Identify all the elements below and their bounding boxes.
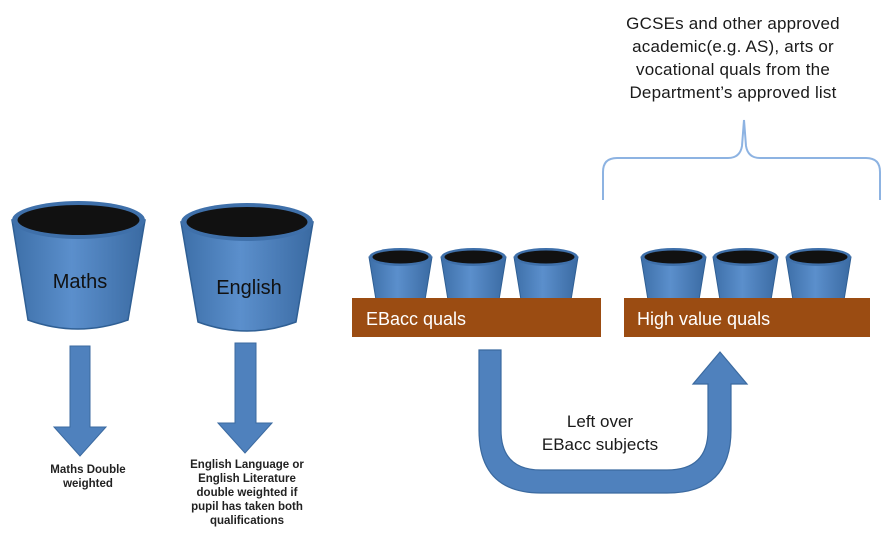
english-bucket: English: [180, 203, 314, 332]
approved-list-note-line: academic(e.g. AS), arts or: [632, 37, 834, 56]
approved-list-note: GCSEs and other approved academic(e.g. A…: [578, 12, 882, 104]
english-bucket-label: English: [216, 277, 282, 299]
leftover-u-arrow: [478, 349, 749, 494]
high-value-bucket-2: [712, 248, 779, 301]
english-note-line: double weighted if: [196, 487, 298, 499]
ebacc-shelf: EBacc quals: [352, 298, 601, 337]
maths-note-line: weighted: [63, 478, 113, 490]
english-down-arrow: [216, 342, 274, 454]
english-note-line: English Literature: [198, 473, 296, 485]
approved-list-note-line: vocational quals from the: [636, 60, 830, 79]
curly-brace: [602, 119, 881, 200]
english-note-line: qualifications: [209, 515, 285, 527]
high-value-shelf: High value quals: [624, 298, 870, 337]
maths-note-line: Maths Double: [50, 464, 126, 476]
english-note-line: pupil has taken both: [191, 501, 303, 513]
high-value-bucket-3: [785, 248, 852, 301]
ebacc-buckets: [368, 248, 579, 301]
ebacc-bucket-2: [440, 248, 507, 301]
leftover-label: Left over EBacc subjects: [520, 410, 680, 456]
high-value-bucket-1: [640, 248, 707, 301]
english-note: English Language or English Literature d…: [162, 458, 332, 528]
maths-bucket: Maths: [11, 201, 146, 330]
maths-note: Maths Double weighted: [18, 463, 158, 491]
approved-list-note-line: Department’s approved list: [629, 83, 837, 102]
approved-list-note-line: GCSEs and other approved: [626, 14, 840, 33]
high-value-shelf-label: High value quals: [637, 309, 770, 329]
ebacc-bucket-3: [513, 248, 579, 301]
high-value-buckets: [640, 248, 852, 301]
english-note-line: English Language or: [190, 459, 304, 471]
maths-bucket-label: Maths: [53, 271, 107, 293]
leftover-label-line: Left over: [566, 412, 634, 431]
ebacc-bucket-1: [368, 248, 433, 301]
ebacc-shelf-label: EBacc quals: [366, 309, 466, 329]
leftover-label-line: EBacc subjects: [541, 435, 659, 454]
maths-down-arrow: [52, 345, 108, 457]
